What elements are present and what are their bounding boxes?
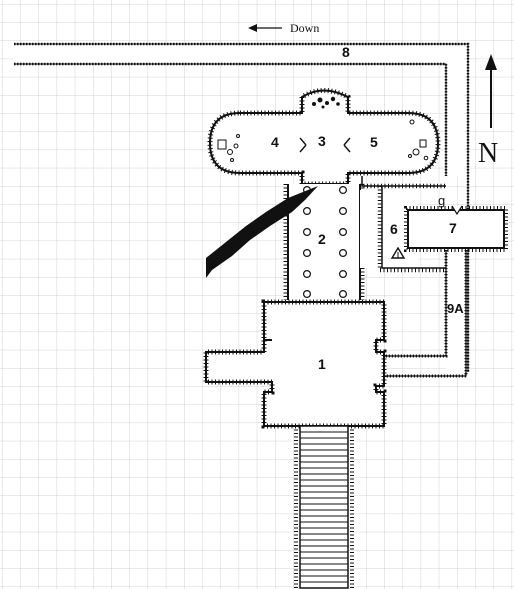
room-label-4: 4 [271, 134, 279, 150]
marker-g: g [438, 193, 445, 208]
trap-triangle-icon [390, 246, 406, 259]
room-label-3: 3 [318, 133, 326, 149]
north-label: N [478, 138, 498, 169]
room-label-8: 8 [342, 44, 350, 60]
corridor-8 [14, 42, 470, 372]
entry-staircase [294, 425, 354, 589]
room-label-6: 6 [390, 221, 398, 237]
room-label-7: 7 [449, 220, 457, 236]
room-7 [404, 205, 508, 252]
rubble-room-5 [408, 119, 429, 161]
north-arrow-icon [485, 54, 497, 128]
room-label-2: 2 [318, 231, 326, 247]
rubble-room-3 [312, 96, 340, 109]
room-6 [360, 176, 446, 273]
cave-passage [206, 186, 318, 278]
down-label: Down [290, 21, 319, 35]
rubble-room-4 [217, 134, 240, 162]
room-label-5: 5 [370, 134, 378, 150]
down-arrow-icon [248, 24, 282, 32]
room-label-1: 1 [318, 356, 326, 372]
corridor-9a [384, 250, 468, 378]
pillars [303, 186, 348, 299]
room-3-4-5 [207, 88, 441, 187]
room-label-9a: 9A [447, 301, 464, 316]
